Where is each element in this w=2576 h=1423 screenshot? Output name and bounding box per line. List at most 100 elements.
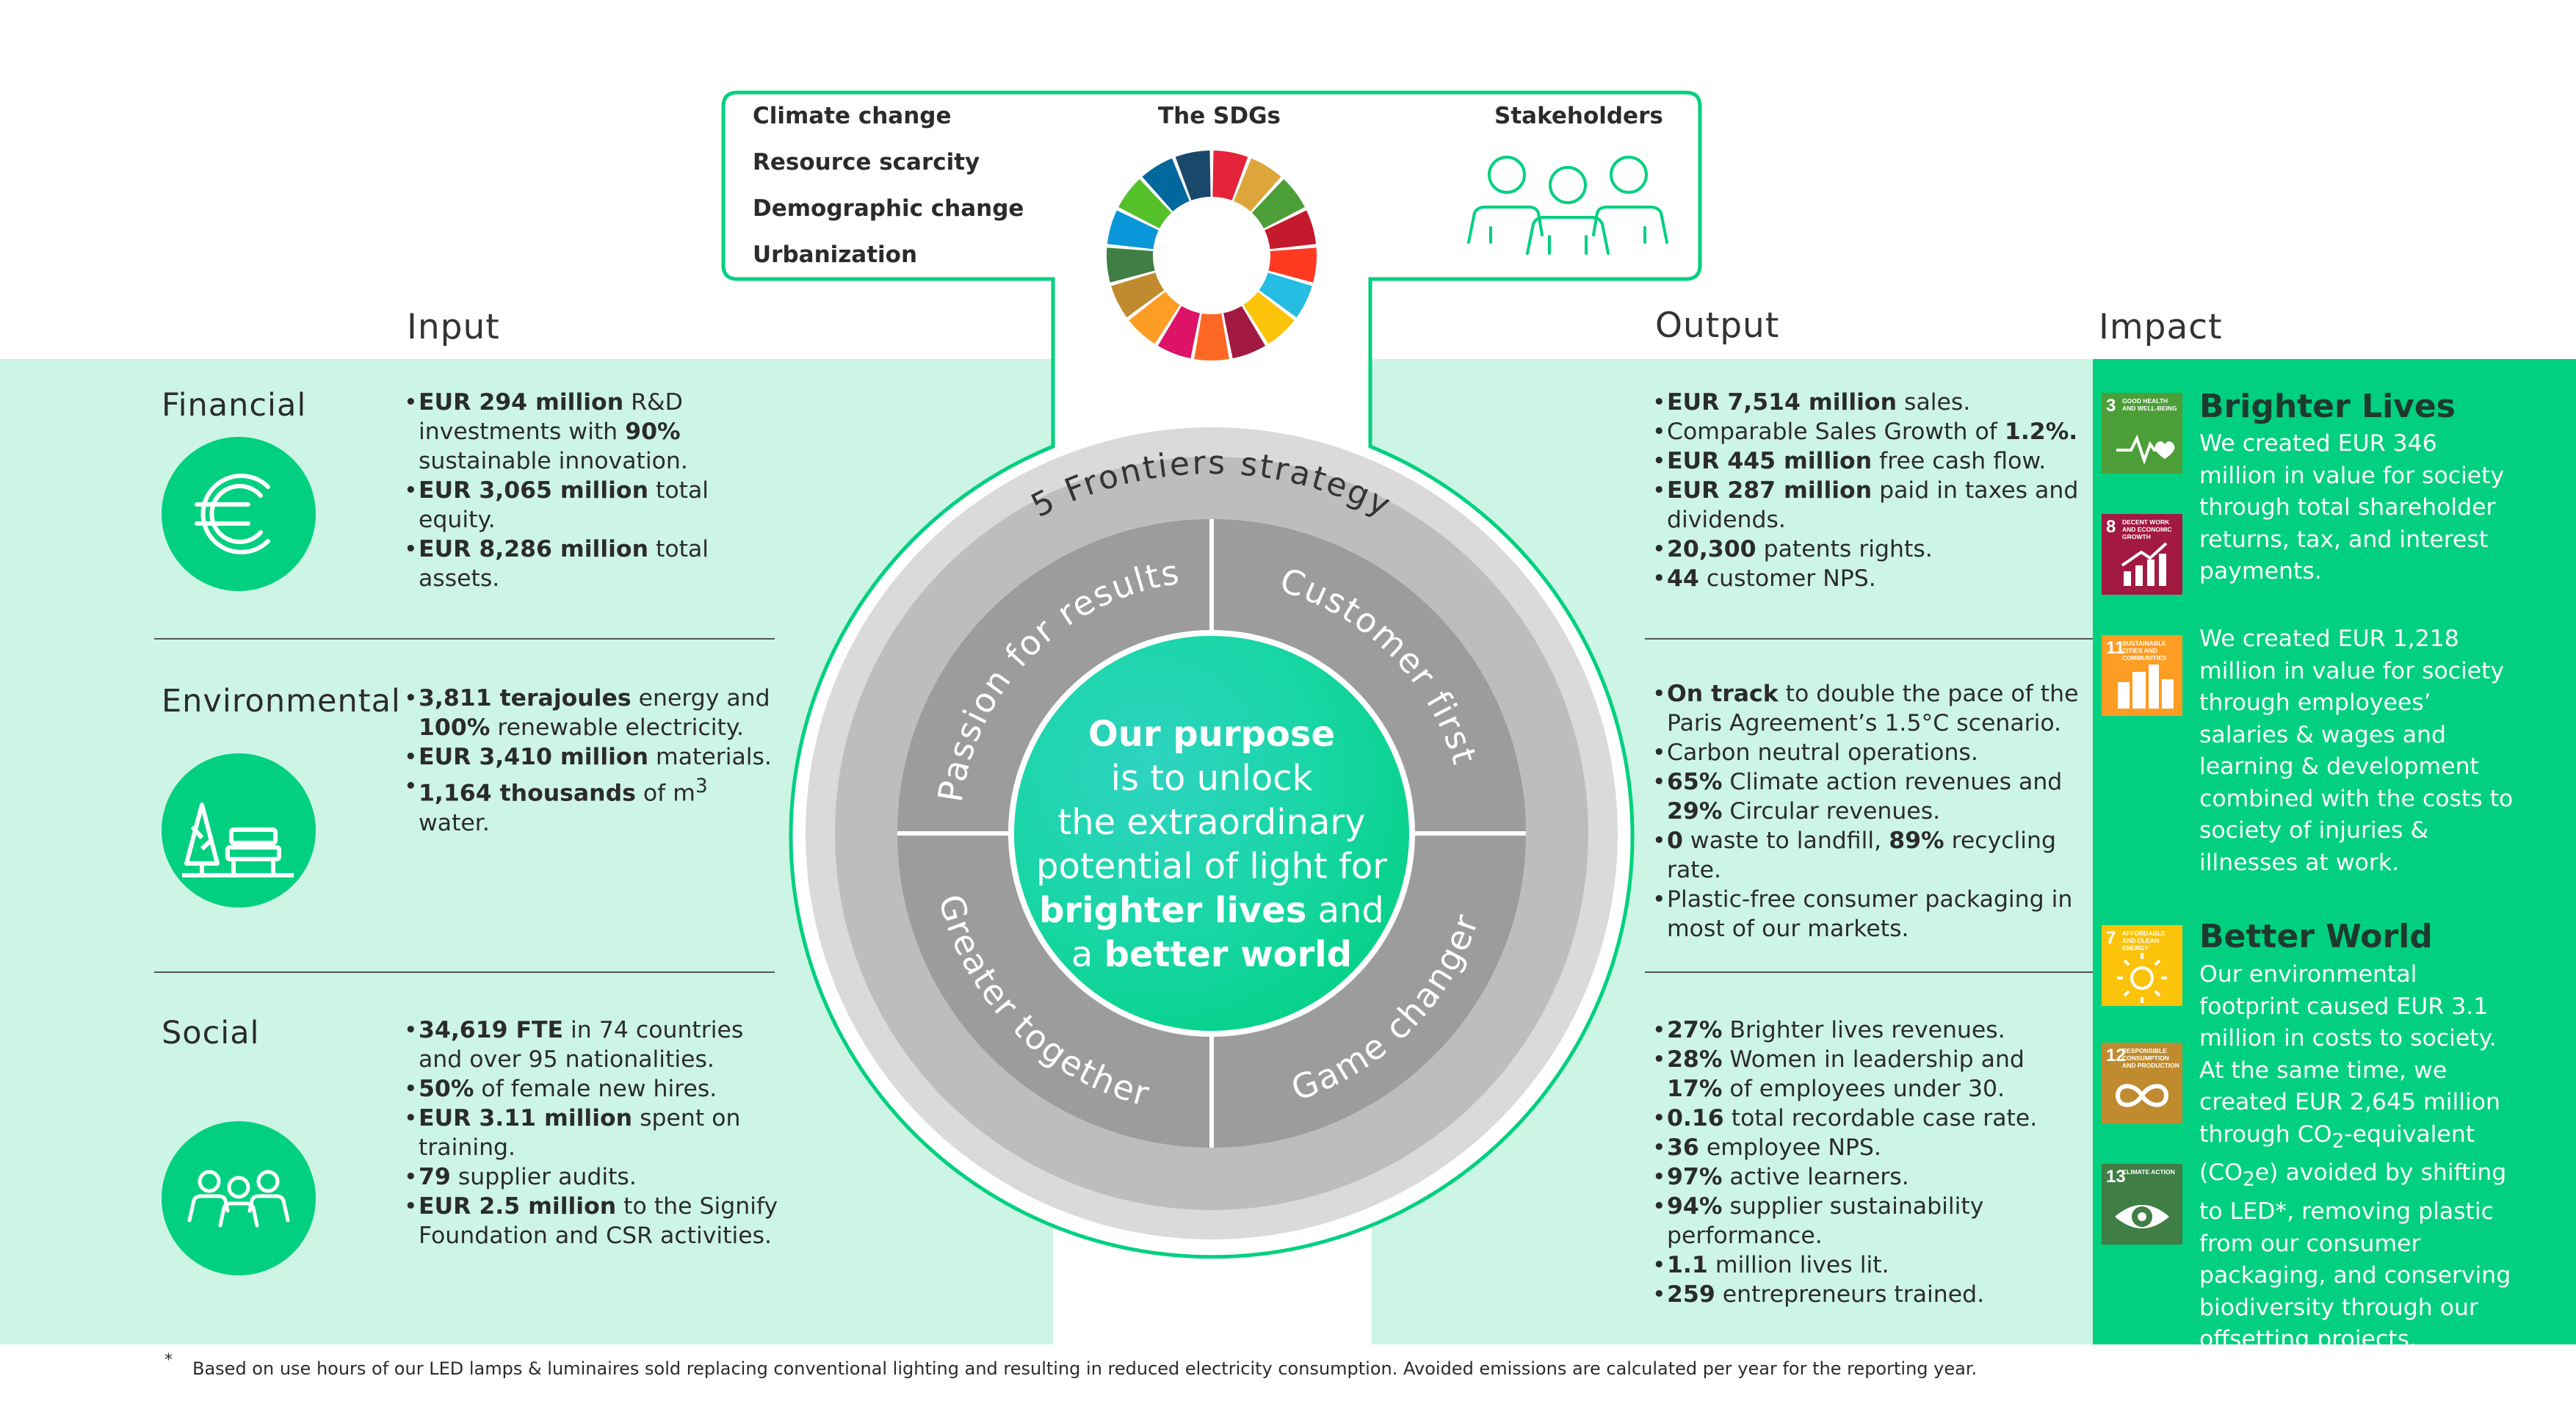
bullet-item: On track to double the pace of the Paris… — [1652, 679, 2085, 738]
brighter-lives-title: Brighter Lives — [2199, 388, 2456, 425]
output-social-bullets: 27% Brighter lives revenues.28% Women in… — [1652, 1015, 2085, 1309]
sdg-wheel-segment — [1157, 305, 1200, 359]
sdg-tile-number: 12 — [2106, 1046, 2126, 1065]
bullet-item: 1.1 million lives lit. — [1652, 1250, 2085, 1280]
bullet-item: 79 supplier audits. — [404, 1162, 786, 1192]
bullet-item: 27% Brighter lives revenues. — [1652, 1015, 2085, 1045]
sdgs-label: The SDGs — [1158, 103, 1281, 129]
sdg-wheel-segment — [1111, 272, 1165, 318]
driver-item: Demographic change — [753, 195, 1024, 222]
sdg-tile-number: 11 — [2106, 638, 2125, 658]
bullet-item: 65% Climate action revenues and 29% Circ… — [1652, 767, 2085, 826]
sdg-tile-number: 13 — [2106, 1167, 2126, 1187]
bullet-item: 3,811 terajoules energy and 100% renewab… — [404, 684, 786, 742]
stakeholders-icon — [1467, 156, 1668, 255]
infinity-icon — [2115, 1084, 2169, 1107]
bullet-item: 1,164 thousands of m3 water. — [404, 772, 786, 838]
sdg-tile-label: CLIMATE ACTION — [2122, 1168, 2175, 1176]
bullet-item: 20,300 patents rights. — [1652, 535, 2085, 564]
bullet-item: EUR 445 million free cash flow. — [1652, 446, 2085, 476]
bullet-item: 28% Women in leadership and 17% of emplo… — [1652, 1045, 2085, 1104]
bullet-item: 0.16 total recordable case rate. — [1652, 1104, 2085, 1133]
bullet-item: EUR 294 million R&D investments with 90%… — [404, 388, 786, 476]
input-heading: Input — [407, 307, 500, 347]
sdg-wheel-segment — [1212, 151, 1248, 200]
sdg-wheel-segment — [1118, 179, 1172, 229]
sdg-tile-label: GOOD HEALTH AND WELL-BEING — [2122, 397, 2177, 412]
bullet-item: Plastic-free consumer packaging in most … — [1652, 885, 2085, 944]
heartbeat-icon — [2116, 434, 2175, 466]
growth-chart-icon — [2121, 542, 2168, 586]
bullet-item: Carbon neutral operations. — [1652, 738, 2085, 767]
sdg-tile-number: 7 — [2106, 928, 2116, 948]
driver-item: Resource scarcity — [753, 149, 980, 175]
sdg-wheel-segment — [1259, 272, 1312, 318]
bullet-item: 34,619 FTE in 74 countries and over 95 n… — [404, 1015, 786, 1074]
input-social-bullets: 34,619 FTE in 74 countries and over 95 n… — [404, 1015, 786, 1250]
purpose-circle — [1008, 630, 1415, 1037]
brighter-lives-text-2: We created EUR 1,218 million in value fo… — [2199, 626, 2514, 876]
sdg-wheel-segment — [1175, 151, 1211, 200]
bullet-item: 97% active learners. — [1652, 1162, 2085, 1192]
stakeholders-label: Stakeholders — [1494, 103, 1663, 129]
sdg-tile-3: 3 GOOD HEALTH AND WELL-BEING — [2102, 393, 2182, 474]
bullet-item: 259 entrepreneurs trained. — [1652, 1280, 2085, 1309]
bullet-item: EUR 7,514 million sales. — [1652, 388, 2085, 417]
sdg-tile-number: 8 — [2106, 517, 2116, 537]
sdg-wheel-icon — [1107, 151, 1317, 361]
output-environmental-bullets: On track to double the pace of the Paris… — [1652, 679, 2085, 944]
output-heading: Output — [1655, 305, 1780, 346]
bullet-item: 36 employee NPS. — [1652, 1133, 2085, 1162]
sdg-wheel-segment — [1243, 292, 1295, 344]
eye-globe-icon — [2115, 1205, 2169, 1228]
sdg-wheel-segment — [1107, 247, 1155, 283]
bullet-item: EUR 3,410 million materials. — [404, 742, 786, 772]
sdg-wheel-segment — [1194, 313, 1229, 361]
bullet-item: EUR 3,065 million total equity. — [404, 476, 786, 535]
sdg-tile-label: DECENT WORK AND ECONOMIC GROWTH — [2122, 518, 2172, 540]
sdg-wheel-segment — [1234, 158, 1281, 211]
bullet-item: 94% supplier sustainability performance. — [1652, 1192, 2085, 1250]
sdg-wheel-segment — [1223, 305, 1266, 359]
driver-item: Climate change — [753, 103, 952, 129]
better-world-title: Better World — [2199, 918, 2433, 955]
euro-icon — [162, 437, 316, 591]
input-financial-title: Financial — [162, 387, 307, 424]
sdg-wheel-segment — [1107, 210, 1159, 250]
impact-heading: Impact — [2099, 307, 2223, 347]
better-world-text: Our environmental footprint caused EUR 3… — [2199, 961, 2511, 1353]
bullet-item: EUR 8,286 million total assets. — [404, 535, 786, 593]
bullet-item: EUR 3.11 million spent on training. — [404, 1104, 786, 1162]
tree-bench-icon — [162, 753, 316, 908]
city-icon — [2118, 665, 2174, 709]
sun-icon — [2117, 953, 2167, 1003]
sdg-tile-7: 7 AFFORDABLE AND CLEAN ENERGY — [2102, 925, 2182, 1006]
input-social-title: Social — [162, 1015, 260, 1051]
output-financial-bullets: EUR 7,514 million sales.Comparable Sales… — [1652, 388, 2085, 593]
bullet-item: 50% of female new hires. — [404, 1074, 786, 1104]
bullet-item: EUR 2.5 million to the Signify Foundatio… — [404, 1192, 786, 1250]
input-environmental-title: Environmental — [162, 683, 401, 720]
sdg-tile-label: SUSTAINABLE CITIES AND COMMUNITIES — [2122, 640, 2167, 662]
bullet-item: 44 customer NPS. — [1652, 564, 2085, 593]
sdg-tile-label: RESPONSIBLE CONSUMPTION AND PRODUCTION — [2122, 1047, 2179, 1069]
sdg-tile-8: 8 DECENT WORK AND ECONOMIC GROWTH — [2102, 514, 2182, 595]
sdg-tile-label: AFFORDABLE AND CLEAN ENERGY — [2122, 930, 2166, 952]
footnote-text: Based on use hours of our LED lamps & lu… — [192, 1358, 1978, 1379]
people-icon — [162, 1121, 316, 1275]
input-financial-bullets: EUR 294 million R&D investments with 90%… — [404, 388, 786, 593]
input-environmental-bullets: 3,811 terajoules energy and 100% renewab… — [404, 684, 786, 838]
driver-item: Urbanization — [753, 242, 918, 268]
sdg-wheel-segment — [1251, 179, 1305, 229]
sdg-tile-number: 3 — [2106, 396, 2116, 416]
sdg-wheel-segment — [1268, 247, 1317, 283]
sdg-wheel-segment — [1142, 158, 1190, 211]
brighter-lives-text-1: We created EUR 346 million in value for … — [2199, 430, 2505, 584]
bullet-item: 0 waste to landfill, 89% recycling rate. — [1652, 826, 2085, 885]
bullet-item: EUR 287 million paid in taxes and divide… — [1652, 476, 2085, 535]
